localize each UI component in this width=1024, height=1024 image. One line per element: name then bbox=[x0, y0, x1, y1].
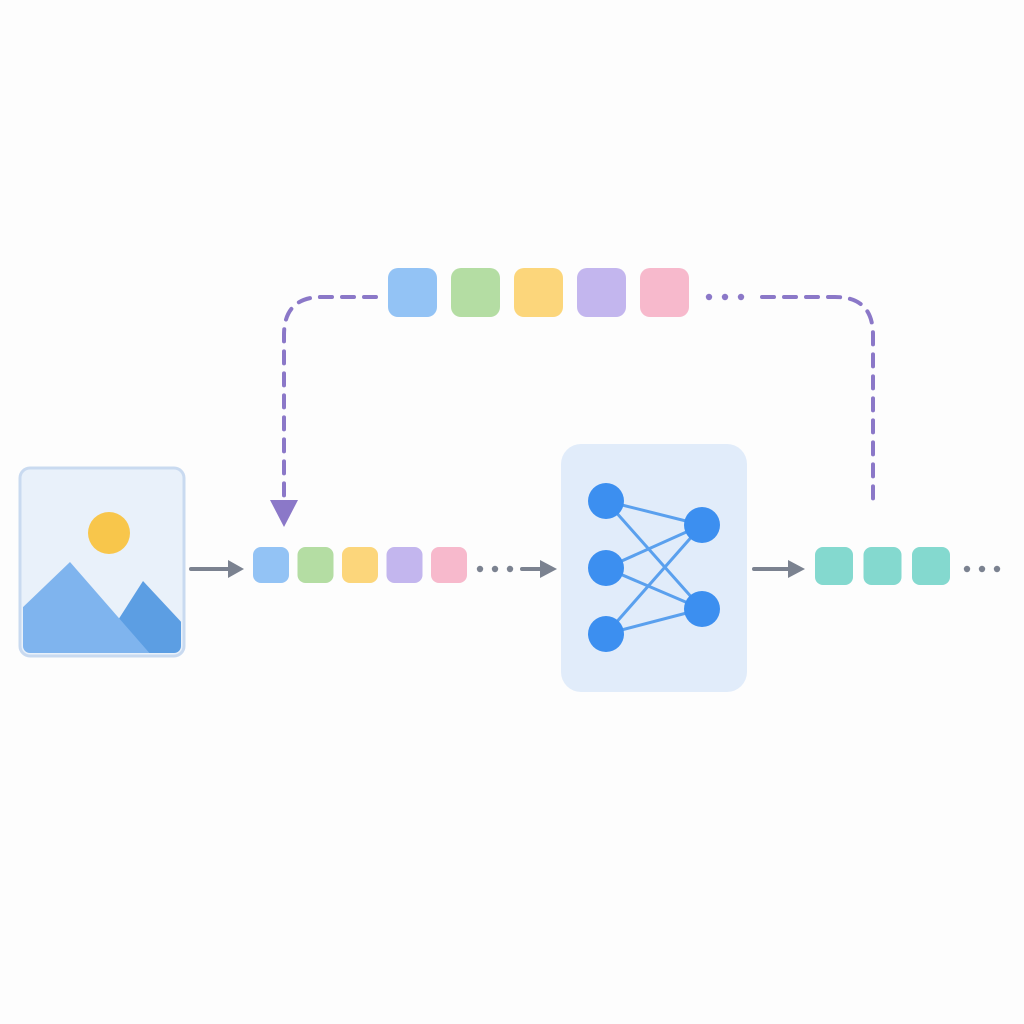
output-token-sequence bbox=[815, 547, 950, 585]
ellipsis-dot bbox=[721, 293, 729, 301]
input-ellipsis bbox=[476, 565, 514, 573]
network-node bbox=[684, 591, 720, 627]
network-node bbox=[588, 550, 624, 586]
ellipsis-dot bbox=[737, 293, 745, 301]
ellipsis-dot bbox=[476, 565, 484, 573]
output-token bbox=[863, 547, 902, 585]
output-token bbox=[815, 547, 853, 585]
input-token bbox=[297, 547, 334, 583]
model-panel bbox=[561, 444, 747, 692]
feedback-token bbox=[514, 268, 563, 317]
input-token bbox=[253, 547, 289, 583]
ellipsis-dot bbox=[705, 293, 713, 301]
output-token bbox=[912, 547, 950, 585]
feedback-loop-left-segment bbox=[282, 295, 378, 504]
feedback-loop-dots bbox=[705, 293, 745, 301]
input-token bbox=[342, 547, 378, 583]
input-token bbox=[386, 547, 423, 583]
ellipsis-dot bbox=[963, 565, 971, 573]
mountain-front-shape bbox=[23, 562, 152, 653]
input-token-sequence bbox=[253, 547, 467, 583]
sun-shape bbox=[88, 512, 130, 554]
feedback-token-sequence bbox=[388, 268, 689, 317]
arrow-model-to-output bbox=[752, 560, 805, 578]
feedback-loop-right-segment bbox=[760, 295, 875, 510]
network-node bbox=[588, 616, 624, 652]
neural-network-icon bbox=[588, 483, 720, 652]
network-node bbox=[588, 483, 624, 519]
output-ellipsis bbox=[963, 565, 1001, 573]
feedback-loop bbox=[270, 268, 875, 527]
arrow-tokens-to-model bbox=[520, 560, 557, 578]
ellipsis-dot bbox=[993, 565, 1001, 573]
feedback-token bbox=[451, 268, 500, 317]
input-token bbox=[431, 547, 467, 583]
network-node bbox=[684, 507, 720, 543]
ellipsis-dot bbox=[491, 565, 499, 573]
ellipsis-dot bbox=[506, 565, 514, 573]
ellipsis-dot bbox=[978, 565, 986, 573]
feedback-token bbox=[388, 268, 437, 317]
arrow-image-to-tokens bbox=[189, 560, 244, 578]
image-icon bbox=[18, 466, 186, 658]
feedback-token bbox=[640, 268, 689, 317]
feedback-loop-arrowhead bbox=[270, 500, 298, 527]
feedback-token bbox=[577, 268, 626, 317]
network-nodes bbox=[588, 483, 720, 652]
